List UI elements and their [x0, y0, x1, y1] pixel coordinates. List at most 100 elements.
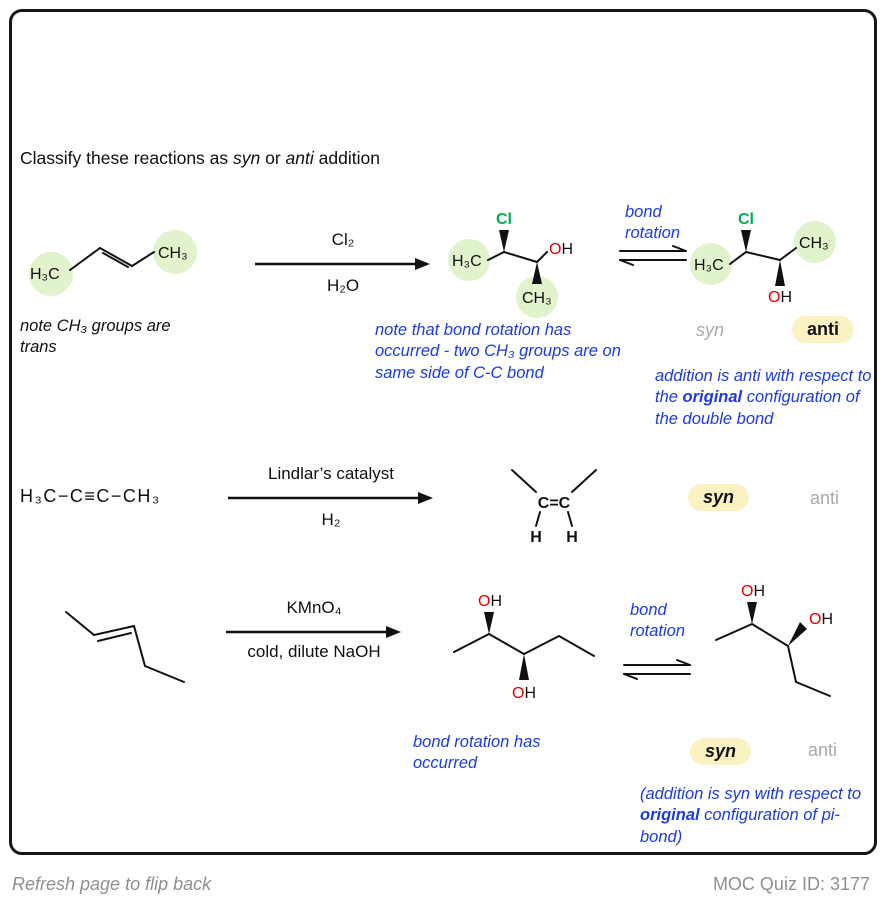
reagent-above-arrow: Cl₂ [331, 230, 355, 249]
wedge-bond [788, 622, 807, 646]
rotation-annotation: note that bond rotation has occurred - t… [375, 321, 621, 382]
answer-anti-inactive: anti [808, 740, 838, 760]
atom-oh: OH [478, 593, 502, 610]
bond-skeleton [69, 247, 155, 271]
answer-anti-selected: anti [792, 316, 855, 343]
atom-ch3: CH₃ [158, 245, 188, 262]
green-highlight-circle [516, 276, 558, 318]
reagent-above-arrow: KMnO₄ [286, 598, 342, 617]
title-text-2: or [260, 148, 286, 168]
atom-h: H [490, 593, 502, 610]
atom-h: H [753, 583, 765, 600]
green-highlight-circle [794, 221, 836, 263]
title-anti-word: anti [285, 148, 314, 168]
anti-explanation: addition is anti with respect to the ori… [655, 366, 877, 430]
atom-h: H [821, 611, 833, 628]
wedge-bond [741, 230, 751, 252]
atom-oh: OH [549, 241, 573, 258]
reagent-above-arrow: Lindlar’s catalyst [268, 464, 394, 483]
wedge-bond [519, 654, 529, 680]
atom-oh: OH [809, 611, 833, 628]
arrowhead [418, 492, 433, 504]
atom-oh: OH [741, 583, 765, 600]
atom-o: O [512, 685, 524, 702]
answer-syn-selected: syn [688, 484, 750, 511]
atom-h3c: H₃C [30, 266, 60, 283]
atom-h3c: H₃C [452, 253, 482, 270]
wedge-bond [532, 262, 542, 284]
wedge-bond [484, 612, 494, 634]
explanation-text-2: configuration of pi-bond) [640, 806, 840, 846]
atom-c-double-c: C=C [538, 495, 571, 512]
bond-skeleton [715, 623, 831, 697]
atom-cl: Cl [496, 211, 512, 228]
butyne-formula: H₃C−C≡C−CH₃ [20, 486, 161, 506]
harpoon-lines [619, 245, 687, 266]
harpoon-lines [623, 659, 691, 680]
answer-syn-selected: syn [690, 738, 752, 765]
title-syn-word: syn [233, 148, 261, 168]
equilibrium-arrows [623, 659, 691, 680]
wedge-bond [499, 230, 509, 252]
green-highlight-circle [153, 230, 197, 274]
atom-oh: OH [512, 685, 536, 702]
answer-anti-inactive: anti [810, 488, 840, 508]
bond-skeleton [729, 247, 797, 265]
atom-h: H [530, 529, 542, 546]
atom-o: O [741, 583, 753, 600]
atom-h: H [566, 529, 578, 546]
chlorohydrin-product-structure: Cl H₃C OH CH₃ [448, 211, 573, 318]
atom-o: O [768, 289, 780, 306]
bond-skeleton [453, 633, 595, 657]
reagent-below-arrow: H₂O [326, 276, 360, 295]
green-highlight-circle [29, 252, 73, 296]
reaction-arrow [226, 626, 401, 638]
quiz-id-label: MOC Quiz ID: 3177 [712, 874, 870, 894]
atom-ch3: CH₃ [799, 235, 829, 252]
atom-h3c: H₃C [694, 257, 724, 274]
atom-oh: OH [768, 289, 792, 306]
bond-rotation-label: bond rotation [625, 203, 681, 243]
green-highlight-circle [448, 239, 490, 281]
reagent-below-arrow: cold, dilute NaOH [247, 642, 381, 661]
equilibrium-arrows [619, 245, 687, 266]
explanation-text-1: (addition is syn with respect to [640, 785, 866, 803]
reaction-arrow [228, 492, 433, 504]
atom-ch3: CH₃ [522, 290, 552, 307]
bond-skeleton [65, 611, 185, 683]
title-text-1: Classify these reactions as [20, 148, 234, 168]
syn-explanation: (addition is syn with respect to origina… [640, 784, 880, 848]
atom-o: O [549, 241, 561, 258]
explanation-text-1: addition is anti with respect to the [655, 367, 877, 407]
rotation-annotation: bond rotation has occurred [413, 733, 541, 773]
substrate-note: note CH₃ groups are trans [20, 317, 171, 357]
atom-h: H [561, 241, 573, 258]
chlorohydrin-rotated-structure: Cl H₃C CH₃ OH [690, 211, 836, 306]
atom-o: O [809, 611, 821, 628]
bond-rotation-label: bond rotation [630, 601, 686, 641]
green-highlight-circle [690, 243, 732, 285]
reaction-arrow [255, 258, 430, 270]
cis-alkene-product-structure: C=C H H [511, 469, 597, 546]
diol-product-structure: OH OH [453, 593, 595, 702]
explanation-bold-word: original [640, 806, 700, 825]
page-title: Classify these reactions as syn or anti … [20, 148, 380, 169]
diol-rotated-structure: OH OH [715, 583, 833, 697]
atom-h: H [780, 289, 792, 306]
title-text-3: addition [313, 148, 380, 168]
reagent-below-arrow: H₂ [321, 510, 341, 529]
trans-2-butene-structure: H₃C CH₃ [29, 230, 197, 296]
arrowhead [386, 626, 401, 638]
cis-pentene-structure [65, 611, 185, 683]
explanation-bold-word: original [682, 388, 743, 407]
arrowhead [415, 258, 430, 270]
answer-syn-inactive: syn [696, 320, 725, 340]
wedge-bond [775, 260, 785, 286]
atom-cl: Cl [738, 211, 754, 228]
wedge-bond [747, 602, 757, 624]
explanation-text-2: configuration of the double bond [655, 388, 865, 428]
bond-skeleton [487, 251, 548, 263]
card-border [9, 9, 877, 855]
bond-skeleton [511, 469, 597, 527]
